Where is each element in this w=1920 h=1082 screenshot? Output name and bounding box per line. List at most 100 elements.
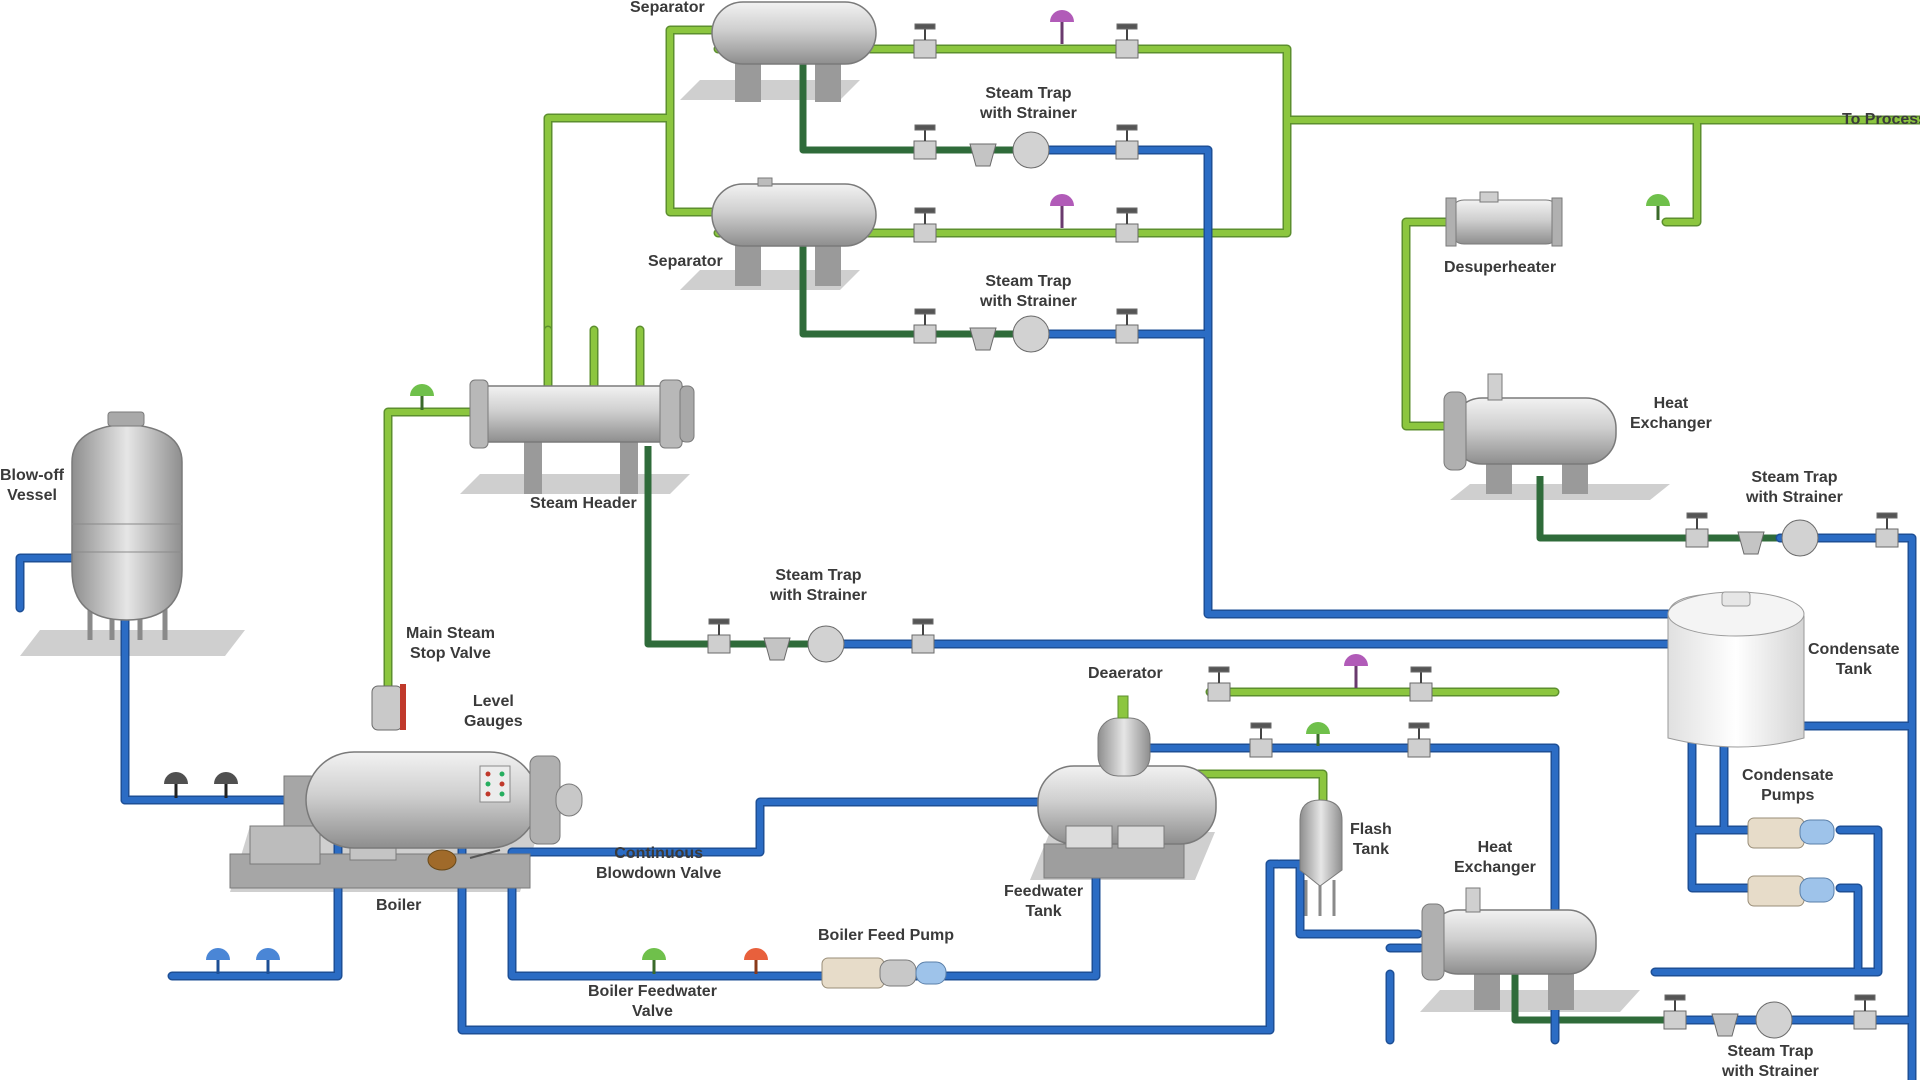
label-heat-exchanger-bottom: Heat Exchanger bbox=[1454, 838, 1536, 878]
label-separator-mid: Separator bbox=[648, 252, 723, 272]
control-valve-purple[interactable] bbox=[1050, 194, 1074, 228]
label-heat-exchanger-top: Heat Exchanger bbox=[1630, 394, 1712, 434]
shutoff-valves[interactable] bbox=[707, 23, 1899, 1030]
label-line: with Strainer bbox=[980, 293, 1077, 310]
steam-header bbox=[469, 379, 695, 494]
label-text: Boiler Feed Pump bbox=[818, 927, 955, 944]
label-condensate-tank: Condensate Tank bbox=[1808, 640, 1900, 680]
label-line: Main Steam bbox=[406, 625, 495, 642]
boiler bbox=[229, 751, 583, 889]
heat-exchanger-top bbox=[1443, 373, 1617, 494]
control-valve-dark[interactable] bbox=[214, 772, 238, 798]
boiler-feedwater-valve[interactable] bbox=[642, 948, 666, 974]
label-level-gauges: Level Gauges bbox=[464, 692, 523, 732]
label-line: Tank bbox=[1352, 841, 1389, 858]
label-line: Continuous bbox=[614, 845, 704, 862]
deaerator bbox=[1097, 695, 1151, 777]
valve[interactable] bbox=[913, 23, 937, 59]
valve[interactable] bbox=[1853, 994, 1877, 1030]
label-line: Feedwater bbox=[1004, 883, 1084, 900]
label-line: Valve bbox=[632, 1003, 673, 1020]
valve[interactable] bbox=[1115, 23, 1139, 59]
valve[interactable] bbox=[913, 308, 937, 344]
label-text: Desuperheater bbox=[1444, 259, 1557, 276]
label-condensate-pumps: Condensate Pumps bbox=[1742, 766, 1834, 806]
valve[interactable] bbox=[1407, 722, 1431, 758]
label-line: Condensate bbox=[1808, 641, 1900, 658]
label-continuous-blowdown-valve: Continuous Blowdown Valve bbox=[596, 844, 721, 884]
flash-tank bbox=[1299, 799, 1343, 916]
label-boiler-feed-pump: Boiler Feed Pump bbox=[818, 926, 954, 946]
valve[interactable] bbox=[1685, 512, 1709, 548]
label-line: Exchanger bbox=[1630, 415, 1712, 432]
label-boiler-feedwater-valve: Boiler Feedwater Valve bbox=[588, 982, 717, 1022]
steam-trap-3[interactable] bbox=[763, 625, 845, 663]
label-deaerator: Deaerator bbox=[1088, 664, 1163, 684]
label-text: Deaerator bbox=[1088, 665, 1163, 682]
control-valve-blue[interactable] bbox=[256, 948, 280, 974]
valve[interactable] bbox=[1663, 994, 1687, 1030]
valve[interactable] bbox=[1409, 666, 1433, 702]
control-valve-purple[interactable] bbox=[1050, 10, 1074, 44]
control-valve-purple[interactable] bbox=[1344, 654, 1368, 688]
valve[interactable] bbox=[1249, 722, 1273, 758]
control-valve-blue[interactable] bbox=[206, 948, 230, 974]
steam-trap-5[interactable] bbox=[1711, 1001, 1793, 1039]
feedwater-tank bbox=[1037, 765, 1217, 879]
continuous-blowdown-valve[interactable] bbox=[427, 849, 501, 871]
valve[interactable] bbox=[1875, 512, 1899, 548]
label-text: To Process bbox=[1842, 111, 1920, 128]
label-feedwater-tank: Feedwater Tank bbox=[1004, 882, 1083, 922]
valve[interactable] bbox=[1115, 124, 1139, 160]
control-valve-orange[interactable] bbox=[744, 948, 768, 974]
label-text: Boiler bbox=[376, 897, 422, 914]
label-line: Level bbox=[472, 693, 514, 710]
label-text: Steam Header bbox=[530, 495, 637, 512]
valve[interactable] bbox=[1115, 308, 1139, 344]
valve[interactable] bbox=[913, 124, 937, 160]
label-main-steam-stop-valve: Main Steam Stop Valve bbox=[406, 624, 495, 664]
label-line: Blowdown Valve bbox=[596, 865, 722, 882]
label-line: Exchanger bbox=[1454, 859, 1536, 876]
blowoff-vessel bbox=[71, 411, 183, 640]
label-steam-trap-4: Steam Trap with Strainer bbox=[1746, 468, 1843, 508]
control-valves bbox=[164, 10, 1670, 974]
desuperheater bbox=[1445, 191, 1563, 247]
steam-trap-1[interactable] bbox=[969, 131, 1050, 169]
valve[interactable] bbox=[1207, 666, 1231, 702]
steam-trap-4[interactable] bbox=[1737, 519, 1819, 557]
steam-traps bbox=[763, 131, 1819, 1039]
label-line: Flash bbox=[1350, 821, 1392, 838]
separator-mid bbox=[711, 177, 877, 286]
valve[interactable] bbox=[707, 618, 731, 654]
steam-pipes bbox=[383, 25, 1920, 809]
label-flash-tank: Flash Tank bbox=[1350, 820, 1392, 860]
label-separator-top: Separator bbox=[630, 0, 705, 18]
control-valve-dark[interactable] bbox=[164, 772, 188, 798]
label-blowoff-vessel: Blow-off Vessel bbox=[0, 466, 64, 506]
label-steam-trap-3: Steam Trap with Strainer bbox=[770, 566, 867, 606]
label-line: with Strainer bbox=[1722, 1063, 1819, 1080]
valve[interactable] bbox=[911, 618, 935, 654]
condensate-tank bbox=[1667, 591, 1805, 748]
control-valve-green[interactable] bbox=[410, 384, 434, 410]
valve[interactable] bbox=[1115, 207, 1139, 243]
label-line: Gauges bbox=[464, 713, 523, 730]
control-valve-green[interactable] bbox=[1306, 722, 1330, 746]
label-steam-trap-2: Steam Trap with Strainer bbox=[980, 272, 1077, 312]
control-valve-green[interactable] bbox=[1646, 194, 1670, 220]
heat-exchanger-bottom bbox=[1421, 887, 1597, 1010]
label-line: Heat bbox=[1477, 839, 1513, 856]
label-line: with Strainer bbox=[770, 587, 867, 604]
label-steam-header: Steam Header bbox=[530, 494, 637, 514]
main-steam-stop-valve[interactable] bbox=[371, 684, 406, 731]
steam-trap-2[interactable] bbox=[969, 315, 1050, 353]
water-pipes bbox=[15, 145, 1917, 1080]
valve[interactable] bbox=[913, 207, 937, 243]
label-line: Boiler Feedwater bbox=[588, 983, 717, 1000]
label-to-process: To Process bbox=[1842, 110, 1920, 130]
label-line: Steam Trap bbox=[985, 273, 1072, 290]
label-line: Blow-off bbox=[0, 467, 64, 484]
label-line: with Strainer bbox=[980, 105, 1077, 122]
